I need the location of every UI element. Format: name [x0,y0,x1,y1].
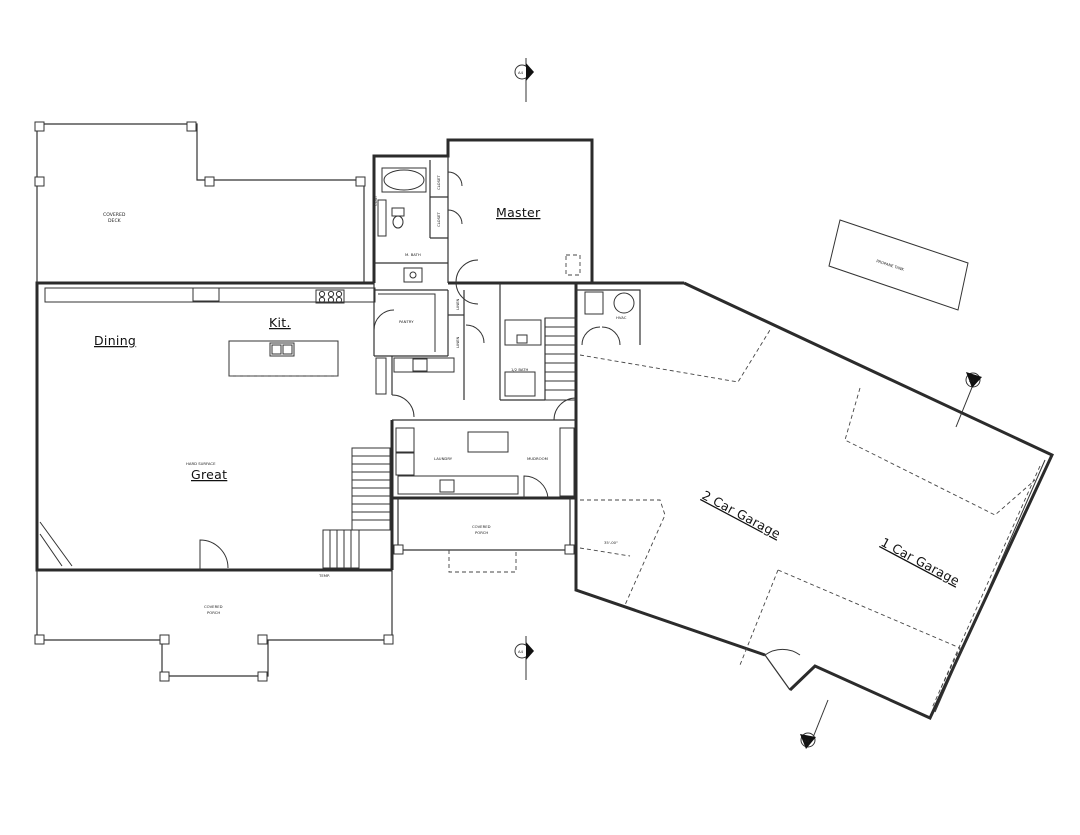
porch-post [257,671,268,682]
door-swing-icon [373,309,395,331]
door-swing-icon [199,539,229,570]
kitchen-island [228,340,339,377]
stairs-icon [544,317,578,401]
one-car-garage-label: 1 Car Garage [879,534,963,588]
deck-post [355,176,366,187]
fridge-icon [375,357,387,395]
interior-walls [373,156,576,421]
stairs-icon [322,447,391,569]
door-swing-icon [447,209,463,225]
door-swing-icon [764,648,801,656]
shower-icon [504,319,542,346]
section-marker-label: A4 [518,70,524,75]
section-marker-garage-right: A4 [955,372,982,428]
great-room: Dining HARD SURFACE Great TEMP. [39,333,391,578]
laundry-label: LAUNDRY [434,456,453,461]
closet-label: CLOSET [436,175,441,190]
porch-post [159,671,170,682]
covered-porch-label: PORCH [207,610,220,615]
door-swing-icon [465,324,485,344]
section-marker-label: A4 [518,649,524,654]
master-bath: M. BATH CLOSET CLOSET COAT Master [373,167,581,283]
door-swing-icon [581,326,601,346]
toilet-icon [516,334,528,344]
pantry-label: PANTRY [399,319,414,324]
door-swing-icon [523,475,549,499]
hard-surface-label: HARD SURFACE [186,461,216,466]
half-bath: LINEN LINEN 1/2 BATH [455,259,578,401]
two-car-garage-label: 2 Car Garage [700,487,784,541]
closet-label: CLOSET [436,212,441,227]
garage-dimension-label: 35'-00" [604,540,618,545]
laundry-mudroom: LAUNDRY MUDROOM [391,394,577,499]
covered-deck-label: COVERED [103,212,126,218]
deck-post [34,176,45,187]
m-bath-label: M. BATH [405,252,421,257]
half-bath-label: 1/2 BATH [511,367,529,372]
furnace-icon [613,292,635,314]
pantry-counter [393,357,455,373]
sink-icon [412,358,428,372]
porch-post [34,634,45,645]
dining-label: Dining [94,333,136,348]
cooktop-icon [315,289,345,304]
master-closet-outline [565,254,581,276]
covered-deck: COVERED DECK [34,121,366,283]
water-heater-icon [584,291,604,315]
porch-post [159,634,170,645]
section-marker-label: A4 [969,378,975,383]
sink-icon [504,371,536,397]
deck-post [186,121,197,132]
deck-post [34,121,45,132]
covered-porch-label: COVERED [204,604,223,609]
coat-label: COAT [373,195,378,206]
exterior-walls [35,138,684,572]
propane-tank: PROPANE TANK [828,219,969,311]
mudroom-bench [559,427,575,497]
kitchen-label: Kit. [269,315,291,330]
section-marker-garage-bottom: A4 [800,699,829,749]
door-swing-icon [553,397,577,421]
master-label: Master [496,205,541,220]
deck-post [204,176,215,187]
porch-post [257,634,268,645]
porch-post [564,544,575,555]
temp-label: TEMP. [318,573,330,578]
porch-post [393,544,404,555]
section-marker-top: A4 [514,58,534,102]
covered-porch-front: COVERED PORCH [34,570,394,682]
washer-icon [395,427,415,453]
garage: 35'-00" 2 Car Garage 1 Car Garage [574,281,1054,720]
sink-icon [403,267,423,283]
hvac-room: HVAC [576,289,641,346]
hvac-label: HVAC [616,315,627,320]
covered-porch-mid: COVERED PORCH [393,498,575,573]
section-marker-label: A4 [804,738,810,743]
door-swing-icon [601,326,621,346]
sink-icon [439,479,455,493]
shower-icon [377,199,387,237]
propane-tank-label: PROPANE TANK [876,258,906,272]
kitchen: PANTRY Kit. [44,287,455,395]
door-swing-icon [391,394,415,418]
sink-icon [269,342,295,357]
bathtub-icon [383,169,425,191]
dryer-icon [395,452,415,476]
toilet-icon [391,207,405,217]
covered-porch-label: COVERED [472,524,491,529]
covered-deck-label: DECK [108,218,122,224]
laundry-counter [397,475,519,495]
laundry-island [467,431,509,453]
porch-post [383,634,394,645]
linen-label: LINEN [455,337,460,348]
linen-label: LINEN [455,299,460,310]
great-label: Great [191,467,227,482]
section-marker-bottom: A4 [514,636,534,680]
door-swing-icon [447,171,463,187]
mudroom-label: MUDROOM [527,456,548,461]
door-swing-icon [455,259,479,305]
covered-porch-label: PORCH [475,530,488,535]
